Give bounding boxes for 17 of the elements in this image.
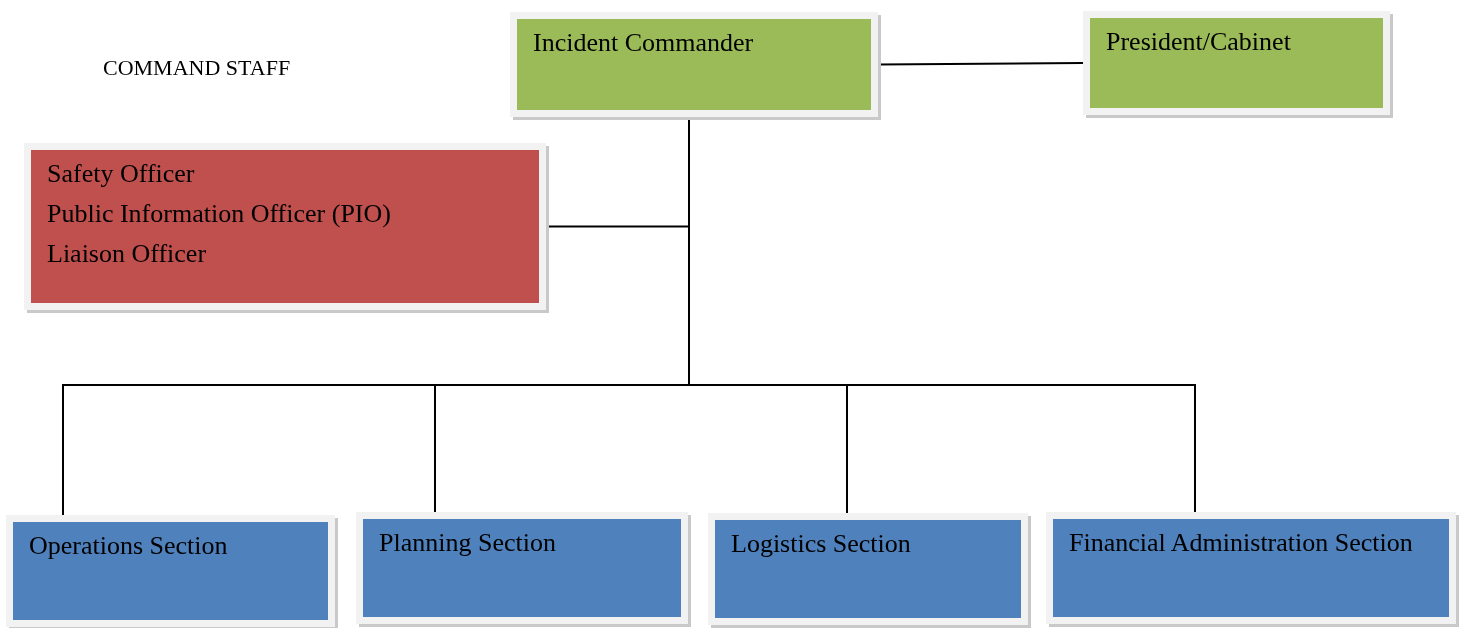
- section-box: [708, 513, 1028, 625]
- commander-box: [510, 12, 878, 117]
- node-label: President/Cabinet: [1106, 26, 1292, 58]
- heading-label: COMMAND STAFF: [103, 55, 291, 81]
- node-label: Liaison Officer: [47, 238, 208, 270]
- node-label: Financial Administration Section: [1069, 527, 1414, 559]
- node-label: Public Information Officer (PIO): [47, 198, 392, 230]
- node-label: Incident Commander: [533, 27, 755, 59]
- node-label: Safety Officer: [47, 158, 196, 190]
- authority-box: [1083, 11, 1390, 115]
- node-label: Planning Section: [379, 527, 557, 559]
- section-box: [6, 515, 335, 627]
- staff-box: [24, 143, 546, 310]
- section-box: [356, 512, 688, 624]
- node-label: Logistics Section: [731, 528, 912, 560]
- section-box: [1046, 512, 1456, 624]
- node-label: Operations Section: [29, 530, 229, 562]
